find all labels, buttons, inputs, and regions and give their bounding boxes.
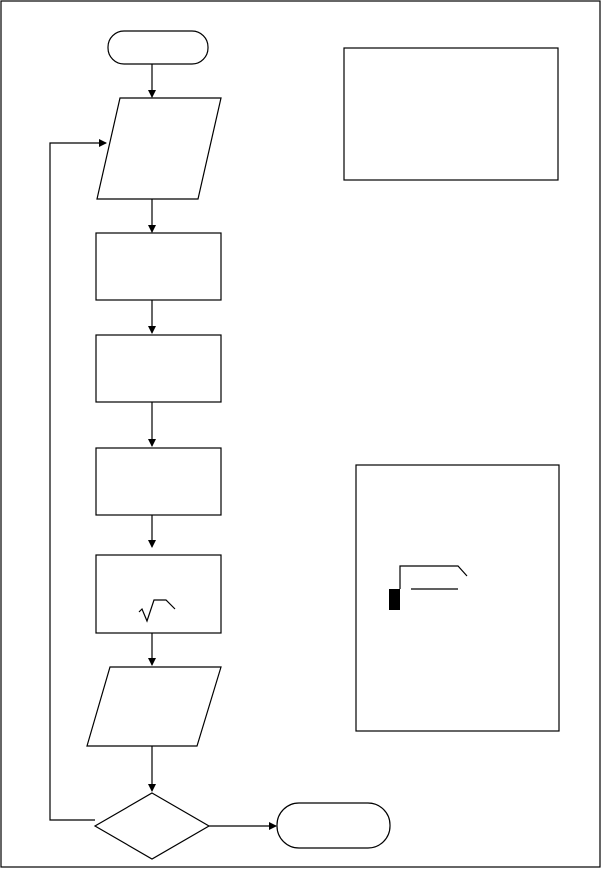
start-terminator	[107, 30, 209, 65]
input-parallelogram	[96, 97, 222, 200]
symbol-glyph-icon	[389, 565, 468, 610]
process-box-2	[95, 334, 222, 403]
end-terminator	[276, 802, 391, 849]
note-box-top	[343, 47, 559, 181]
process-box-3	[95, 447, 222, 516]
process-box-4	[95, 554, 222, 634]
decision-diamond	[93, 792, 211, 860]
radical-glyph-icon	[138, 599, 176, 623]
arrow-loop-back-to-input	[49, 139, 107, 821]
output-parallelogram	[86, 666, 222, 747]
note-box-bottom	[355, 464, 560, 732]
process-box-1	[95, 232, 222, 301]
